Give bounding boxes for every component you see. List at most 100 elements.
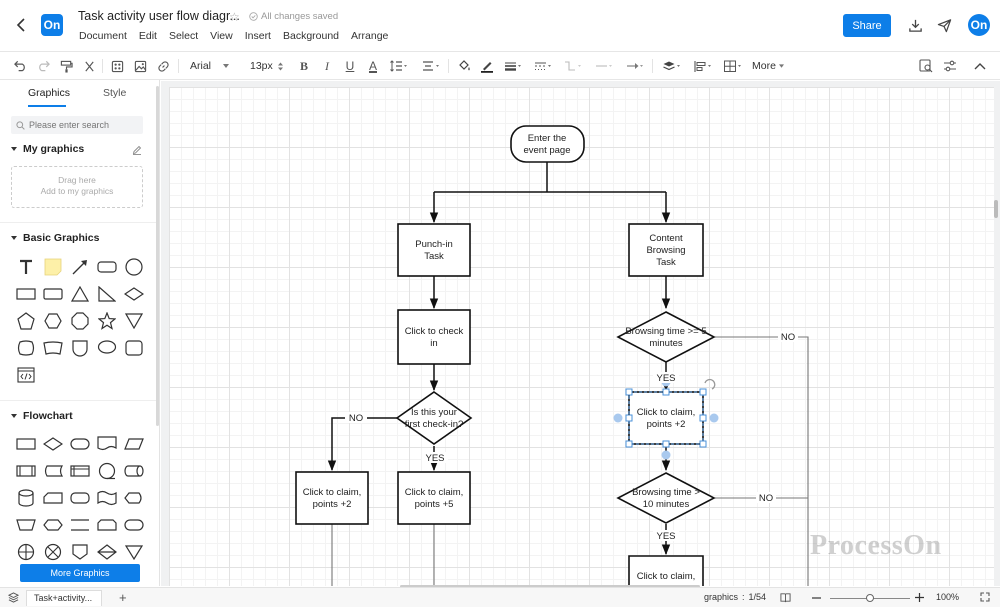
node-content-browsing[interactable] [628,223,704,277]
rectangle-shape-icon[interactable] [12,280,39,307]
collapse-panel-icon[interactable] [972,57,988,75]
extract-shape-icon[interactable] [120,538,147,565]
cloud-shape-icon[interactable] [12,334,39,361]
display-shape-icon[interactable] [120,484,147,511]
line-weight-icon[interactable] [502,57,524,75]
octagon-shape-icon[interactable] [66,307,93,334]
arrow-line-shape-icon[interactable] [66,253,93,280]
data-shape-icon[interactable] [120,430,147,457]
node-punch-in[interactable] [397,223,471,277]
direct-data-shape-icon[interactable] [120,457,147,484]
user-avatar[interactable]: On [968,14,990,36]
grid-toggle-icon[interactable] [109,57,125,75]
settings-sliders-icon[interactable] [942,57,958,75]
graphics-search[interactable] [11,116,143,134]
link-icon[interactable] [155,57,171,75]
more-graphics-button[interactable]: More Graphics [20,564,140,582]
book-icon[interactable] [780,592,791,603]
summing-junction-shape-icon[interactable] [12,538,39,565]
font-color-button[interactable]: A [368,59,377,73]
zoom-level[interactable]: 100% [936,592,960,602]
underline-button[interactable]: U [345,59,355,73]
page-tab[interactable]: Task+activity... [26,590,102,606]
align-icon[interactable] [420,57,442,75]
selection-overlay[interactable] [613,377,719,460]
redo-icon[interactable] [35,57,51,75]
line-style-icon[interactable] [532,57,554,75]
zoom-out-icon[interactable] [812,597,821,599]
document-shape-icon[interactable] [93,430,120,457]
basic-graphics-header[interactable]: Basic Graphics [11,232,99,244]
document-title[interactable]: Task activity user flow diagr... [78,9,240,23]
teardrop-shape-icon[interactable] [66,334,93,361]
app-logo[interactable]: On [41,14,63,36]
menu-edit[interactable]: Edit [138,30,157,42]
predefined-process-shape-icon[interactable] [12,457,39,484]
more-button[interactable]: More [752,57,784,75]
database-shape-icon[interactable] [12,484,39,511]
rounded-rect-shape-icon[interactable] [93,253,120,280]
clear-format-icon[interactable] [81,57,97,75]
merge-shape-icon[interactable] [120,511,147,538]
font-size-select[interactable]: 13px [250,57,290,75]
canvas-horizontal-scrollbar[interactable] [400,585,700,588]
tab-graphics[interactable]: Graphics [28,87,71,99]
undo-icon[interactable] [12,57,28,75]
node-first-checkin[interactable] [395,391,473,445]
callout-shape-icon[interactable] [93,334,120,361]
canvas-vertical-scrollbar[interactable] [994,200,998,218]
tab-style[interactable]: Style [103,87,127,99]
collate-shape-icon[interactable] [93,538,120,565]
node-claim5[interactable] [397,471,471,525]
search-input[interactable] [29,120,134,130]
code-shape-icon[interactable] [12,361,39,388]
share-button[interactable]: Share [843,14,891,37]
menu-document[interactable]: Document [79,30,127,42]
add-page-button[interactable]: + [119,590,127,605]
menu-background[interactable]: Background [282,30,340,42]
line-color-icon[interactable] [479,57,495,75]
terminator-shape-icon[interactable] [66,430,93,457]
menu-arrange[interactable]: Arrange [351,30,389,42]
diamond-shape-icon[interactable] [120,280,147,307]
loop-limit-shape-icon[interactable] [93,511,120,538]
or-shape-icon[interactable] [39,538,66,565]
process-shape-icon[interactable] [12,430,39,457]
star-icon[interactable]: ☆ [229,10,240,24]
menu-insert[interactable]: Insert [244,30,271,42]
fullscreen-icon[interactable] [980,592,990,602]
back-button[interactable] [12,14,30,36]
edit-icon[interactable] [132,145,142,158]
card-shape-icon[interactable] [39,484,66,511]
sidebar-scrollbar[interactable] [156,86,159,426]
text-shape-icon[interactable] [12,253,39,280]
line-height-icon[interactable] [388,57,410,75]
my-graphics-header[interactable]: My graphics [11,143,84,155]
zoom-slider-knob[interactable] [866,594,874,602]
table-icon[interactable] [722,57,744,75]
star-shape-icon[interactable] [93,307,120,334]
hexagon-shape-icon[interactable] [39,307,66,334]
bold-button[interactable]: B [299,58,308,73]
node-claim2a[interactable] [295,471,369,525]
sequential-data-shape-icon[interactable] [93,457,120,484]
rounded-rect-alt-shape-icon[interactable] [39,280,66,307]
node-browse10[interactable] [616,472,716,524]
pentagon-shape-icon[interactable] [12,307,39,334]
manual-operation-shape-icon[interactable] [66,484,93,511]
stored-data-shape-icon[interactable] [39,457,66,484]
preparation-shape-icon[interactable] [39,511,66,538]
italic-button[interactable]: I [325,58,329,73]
line-start-icon[interactable] [593,57,615,75]
wave-shape-icon[interactable] [39,334,66,361]
connector-type-icon[interactable] [562,57,584,75]
circle-shape-icon[interactable] [120,253,147,280]
flowchart-header[interactable]: Flowchart [11,410,73,422]
paper-tape-shape-icon[interactable] [93,484,120,511]
menu-view[interactable]: View [210,30,233,42]
fill-color-icon[interactable] [456,57,472,75]
node-browse5[interactable] [616,311,716,363]
image-icon[interactable] [132,57,148,75]
align-shapes-icon[interactable] [692,57,714,75]
